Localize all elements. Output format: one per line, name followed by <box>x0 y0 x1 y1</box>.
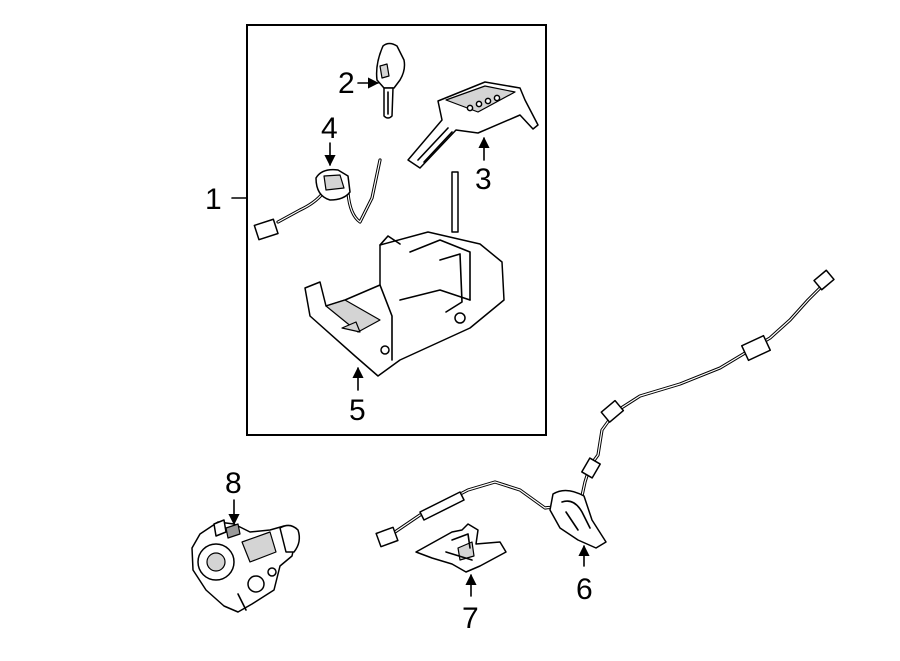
callout-7: 7 <box>462 573 479 635</box>
callout-1: 1 <box>205 183 247 216</box>
part-8-actuator <box>191 519 301 613</box>
callout-6-label: 6 <box>576 573 593 606</box>
callout-1-label: 1 <box>205 183 222 216</box>
callout-7-label: 7 <box>462 602 479 635</box>
callout-8-label: 8 <box>225 467 242 500</box>
callout-3: 3 <box>475 136 492 196</box>
part-4-solenoid-harness <box>253 158 382 241</box>
callout-2-label: 2 <box>338 67 355 100</box>
callout-2: 2 <box>338 67 380 100</box>
part-5-shifter-base <box>304 171 505 377</box>
callout-4-label: 4 <box>321 112 338 145</box>
callout-4: 4 <box>321 112 338 167</box>
assembly-box <box>246 24 547 436</box>
callout-6: 6 <box>576 544 593 606</box>
callout-5-label: 5 <box>349 394 366 427</box>
callout-5: 5 <box>349 366 366 427</box>
callout-8: 8 <box>225 467 242 526</box>
part-6-shift-cable <box>375 269 835 549</box>
part-3-indicator-bezel <box>407 81 539 169</box>
callout-3-label: 3 <box>475 163 492 196</box>
part-7-bracket <box>415 523 507 573</box>
part-2-shift-knob <box>375 42 406 119</box>
